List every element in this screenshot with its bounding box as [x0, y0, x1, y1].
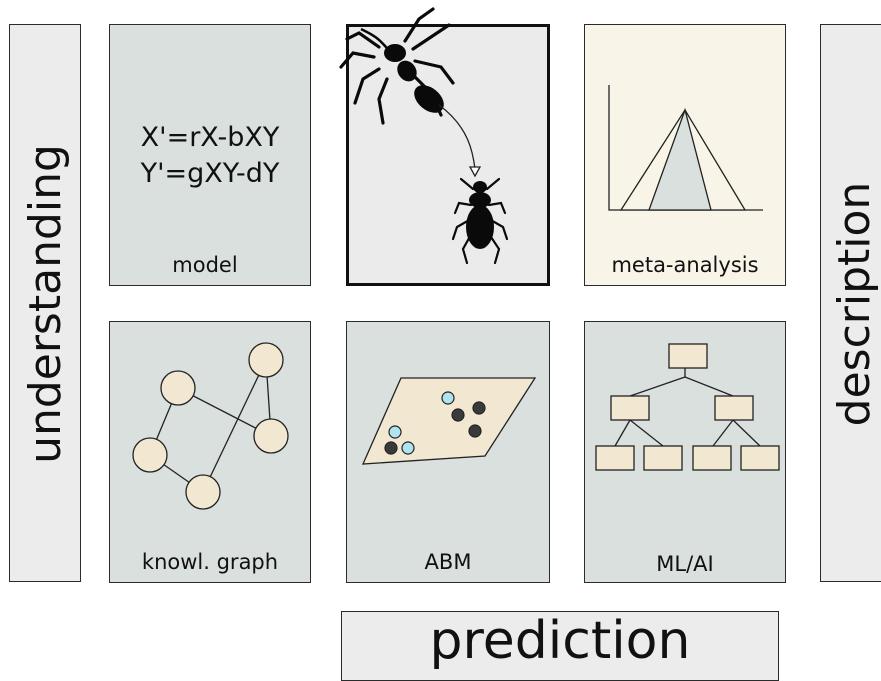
decision-tree-icon: [595, 343, 780, 471]
predator-prey-illustration: [339, 7, 509, 265]
knowledge-graph-caption: knowl. graph: [141, 550, 279, 574]
description-bar: description: [820, 24, 881, 582]
understanding-bar: understanding: [9, 24, 81, 582]
model-panel: X'=rX-bXY Y'=gXY-dY model: [109, 24, 311, 286]
predator-prey-panel: [339, 7, 550, 286]
equation-x: X'=rX-bXY: [140, 122, 280, 153]
agent-landscape-icon: [361, 377, 537, 465]
abm-caption: ABM: [424, 550, 472, 574]
prediction-label: prediction: [429, 611, 691, 671]
funnel-plot-icon: [608, 85, 763, 211]
network-graph-icon: [132, 342, 289, 510]
model-caption: model: [172, 253, 238, 277]
meta-analysis-caption: meta-analysis: [611, 253, 759, 277]
abm-panel: ABM: [346, 321, 550, 583]
equation-y: Y'=gXY-dY: [140, 158, 280, 189]
prediction-bar: prediction: [341, 611, 779, 681]
ml-ai-caption: ML/AI: [656, 552, 714, 576]
predation-arrow: [438, 104, 476, 170]
spider-icon: [339, 7, 455, 125]
understanding-label: understanding: [20, 144, 71, 464]
knowledge-graph-panel: knowl. graph: [109, 321, 311, 583]
description-label: description: [829, 181, 880, 427]
beetle-icon: [451, 177, 509, 265]
ml-ai-panel: ML/AI: [584, 321, 786, 583]
meta-analysis-panel: meta-analysis: [584, 24, 786, 286]
